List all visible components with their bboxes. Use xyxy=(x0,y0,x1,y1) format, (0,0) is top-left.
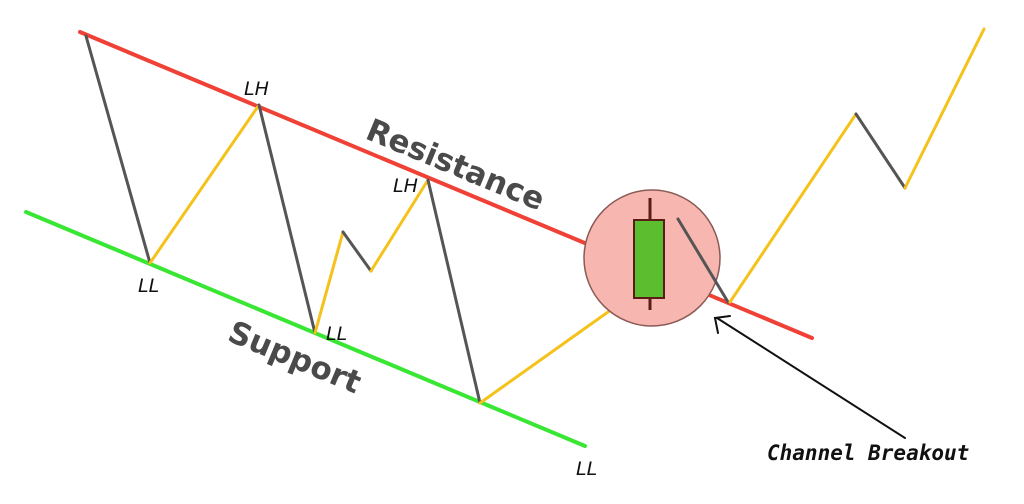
down-leg xyxy=(341,230,373,273)
swing-label-lh: LH xyxy=(393,175,418,197)
swing-label-ll: LL xyxy=(576,458,597,480)
down-leg xyxy=(257,103,317,335)
down-leg xyxy=(426,178,482,405)
resistance-label: Resistance xyxy=(361,112,550,218)
swing-label-ll: LL xyxy=(326,323,347,345)
pullback-leg xyxy=(676,217,730,304)
breakout-path xyxy=(728,27,986,304)
price-path xyxy=(84,34,624,405)
down-leg xyxy=(854,112,907,190)
swing-label-ll: LL xyxy=(138,275,159,297)
arrow-pointer-icon xyxy=(713,315,906,439)
up-leg xyxy=(148,103,261,265)
support-line xyxy=(24,210,587,448)
up-leg xyxy=(478,300,624,405)
bullish-candle-icon xyxy=(633,198,665,310)
channel-breakout-caption: Channel Breakout xyxy=(767,441,969,465)
up-leg xyxy=(313,230,345,335)
swing-label-lh: LH xyxy=(244,78,269,100)
up-leg xyxy=(728,112,858,304)
down-leg xyxy=(84,34,152,265)
up-leg xyxy=(903,27,986,190)
up-leg xyxy=(369,178,430,273)
